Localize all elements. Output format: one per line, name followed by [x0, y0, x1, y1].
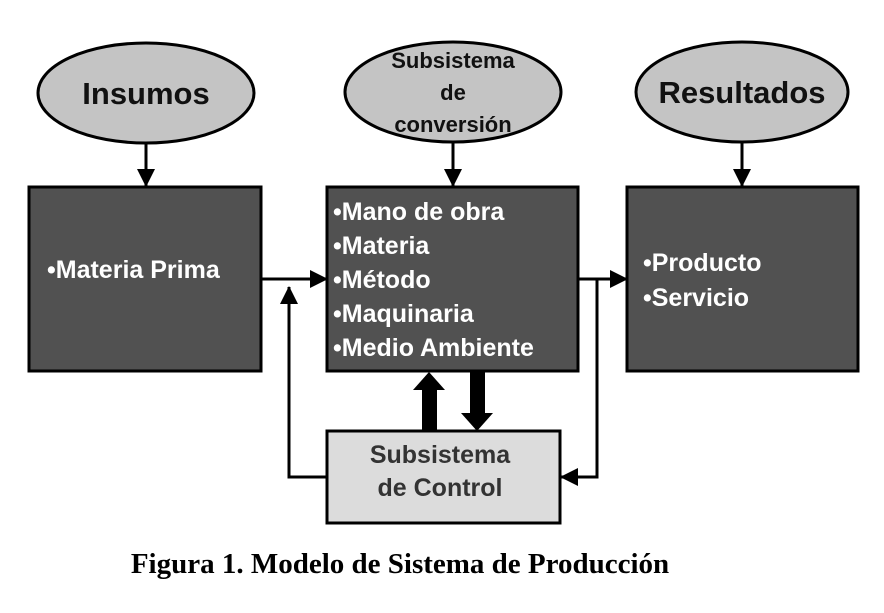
- box-conversion-item: •Mano de obra: [333, 198, 505, 226]
- ellipse-conversion-line-2: de: [440, 80, 466, 105]
- box-conversion-item: •Método: [333, 266, 431, 294]
- box-inputs-item: •Materia Prima: [47, 256, 221, 284]
- feedback-line-right: [560, 279, 599, 486]
- ellipse-conversion-line-3: conversión: [394, 112, 511, 137]
- box-conversion-item: •Maquinaria: [333, 300, 475, 328]
- box-control-line-1: Subsistema: [370, 441, 511, 469]
- figure-caption: Figura 1. Modelo de Sistema de Producció…: [130, 548, 670, 580]
- box-results: •Producto •Servicio: [625, 185, 860, 373]
- box-inputs: •Materia Prima: [27, 185, 263, 373]
- box-conversion: •Mano de obra •Materia •Método •Maquinar…: [325, 185, 580, 373]
- thick-arrow-down: [461, 372, 493, 431]
- box-conversion-item: •Materia: [333, 232, 430, 260]
- ellipse-inputs: Insumos: [36, 41, 256, 145]
- ellipse-conversion: Subsistema de conversión: [343, 40, 563, 144]
- thick-arrow-up: [413, 372, 445, 431]
- box-conversion-item: •Medio Ambiente: [333, 334, 534, 362]
- box-results-item: •Servicio: [643, 284, 749, 312]
- ellipse-results-label: Resultados: [658, 75, 825, 110]
- ellipse-inputs-label: Insumos: [82, 76, 209, 111]
- box-results-item: •Producto: [643, 249, 761, 277]
- feedback-line-left: [280, 286, 327, 479]
- box-control: Subsistema de Control: [325, 429, 562, 525]
- box-control-line-2: de Control: [378, 474, 503, 502]
- ellipse-conversion-line-1: Subsistema: [391, 48, 515, 73]
- ellipse-results: Resultados: [634, 40, 850, 144]
